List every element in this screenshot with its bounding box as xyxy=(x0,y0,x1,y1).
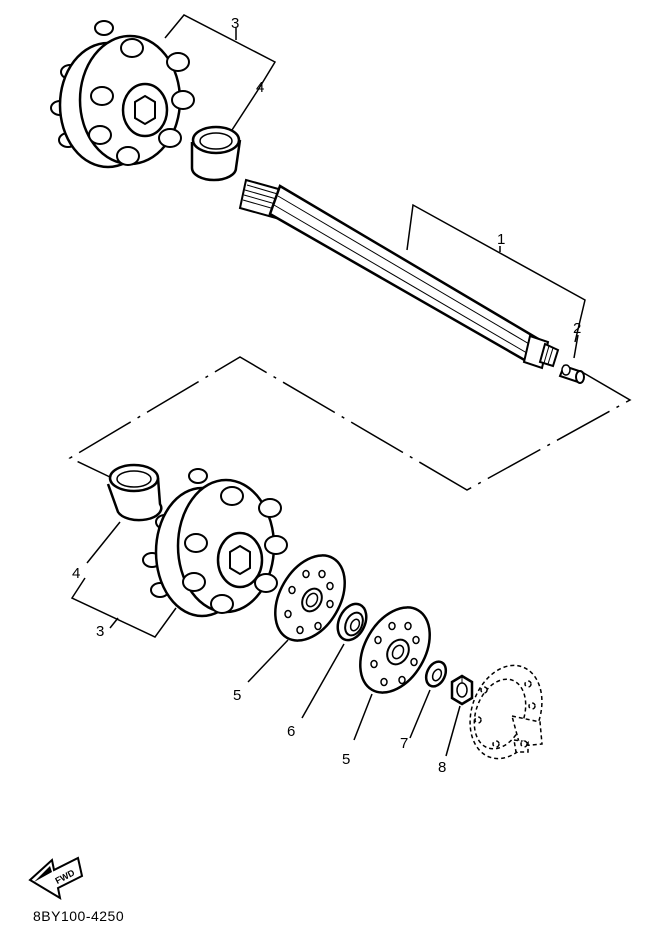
callout-1: 1 xyxy=(497,231,505,248)
fwd-arrow-icon: FWD xyxy=(28,856,84,901)
leader-6 xyxy=(301,643,345,719)
diagram-code: 8BY100-4250 xyxy=(33,908,124,924)
sprocket-bottom xyxy=(142,468,288,618)
hub-flange xyxy=(469,664,543,760)
leader-7 xyxy=(409,689,431,739)
collar-top xyxy=(190,125,242,182)
callout-8: 8 xyxy=(438,759,446,776)
callout-5-right: 5 xyxy=(342,751,350,768)
callout-4-bottom: 4 xyxy=(72,565,80,582)
shaft xyxy=(238,178,560,370)
bolt xyxy=(558,364,585,384)
assembly-path xyxy=(68,356,632,491)
leader-5-right xyxy=(353,693,373,741)
callout-5-left: 5 xyxy=(233,687,241,704)
callout-3-top: 3 xyxy=(231,15,239,32)
callout-bracket-top xyxy=(164,14,277,131)
plate-left xyxy=(274,554,346,642)
plate-right xyxy=(359,606,431,694)
callout-bracket-bottom xyxy=(70,521,177,638)
bearing xyxy=(336,602,368,642)
leader-8 xyxy=(445,705,461,757)
washer xyxy=(424,660,448,688)
leader-5-left xyxy=(247,639,289,683)
callout-4-top: 4 xyxy=(256,79,264,96)
collar-bottom xyxy=(106,463,163,522)
callout-6: 6 xyxy=(287,723,295,740)
callout-3-bottom: 3 xyxy=(96,623,104,640)
sprocket-top xyxy=(50,20,195,169)
callout-2: 2 xyxy=(573,320,581,337)
callout-7: 7 xyxy=(400,735,408,752)
callout-bracket-shaft xyxy=(406,203,586,359)
nut xyxy=(450,674,474,706)
